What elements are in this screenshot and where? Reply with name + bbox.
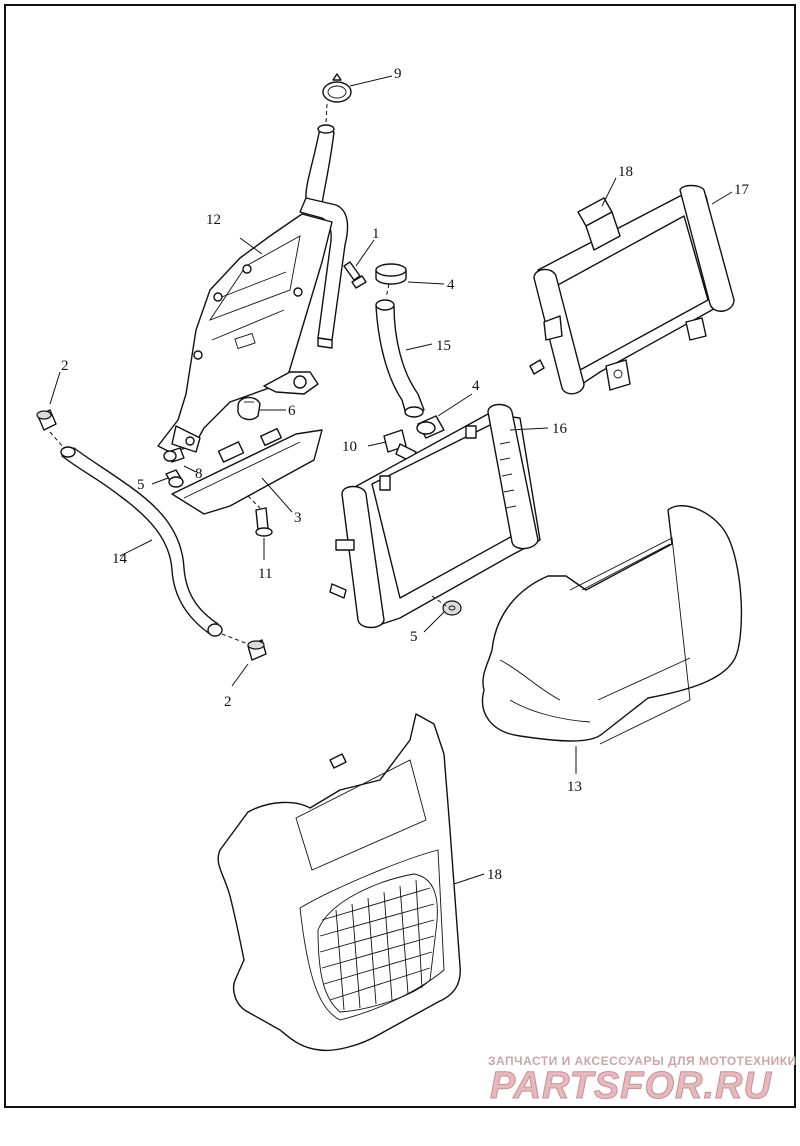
part-16-oil-cooler <box>329 403 541 629</box>
callout-3: 3 <box>294 510 302 526</box>
callout-13: 13 <box>567 779 582 795</box>
fairing-grille <box>317 873 438 1013</box>
callout-2-top: 2 <box>61 358 69 374</box>
callout-18-bottom: 18 <box>487 867 502 883</box>
callout-4-bottom: 4 <box>472 378 480 394</box>
part-4-clamp-bottom <box>416 415 445 439</box>
part-15-hose <box>375 299 425 418</box>
part-11-screw <box>255 507 273 537</box>
callout-16: 16 <box>552 421 568 437</box>
callout-10: 10 <box>342 439 357 455</box>
callout-4-top: 4 <box>447 277 455 293</box>
callout-labels: 9 12 1 4 15 4 6 8 5 3 11 10 16 18 17 5 1… <box>61 66 750 883</box>
watermark: ЗАПЧАСТИ И АКСЕССУАРЫ ДЛЯ МОТОТЕХНИКИ PA… <box>488 1054 797 1108</box>
callout-15: 15 <box>436 338 451 354</box>
part-2-cap-bottom <box>247 639 267 661</box>
part-14-hose <box>60 446 223 637</box>
part-13-cooler-shroud <box>481 505 743 745</box>
part-5-washer <box>442 600 462 616</box>
diagram-border <box>4 4 796 1108</box>
part-4-clamp-top <box>375 263 407 285</box>
callout-9: 9 <box>394 66 402 82</box>
part-8-screw <box>163 447 185 463</box>
part-12-radiator-bracket <box>157 124 349 453</box>
callout-18-top: 18 <box>618 164 633 180</box>
part-18-lower-fairing <box>217 713 461 1052</box>
leader-lines <box>49 75 733 885</box>
callout-5-right: 5 <box>410 629 418 645</box>
callout-2-bottom: 2 <box>224 694 232 710</box>
part-1-bolt <box>343 261 367 289</box>
callout-12: 12 <box>206 212 221 228</box>
callout-17: 17 <box>734 182 750 198</box>
part-6-clamp <box>237 396 261 421</box>
part-2-cap-top <box>36 409 57 431</box>
part-5-bolt-left <box>165 469 184 488</box>
part-17-cooler-assembly <box>529 184 735 395</box>
part-3-lower-cover <box>171 427 323 515</box>
callout-5-left: 5 <box>137 477 145 493</box>
callout-14: 14 <box>112 551 128 567</box>
part-9-hose-clamp <box>322 73 352 103</box>
callout-1: 1 <box>372 226 380 242</box>
watermark-logo: PARTSFOR.RU <box>490 1065 772 1107</box>
watermark-tagline: ЗАПЧАСТИ И АКСЕССУАРЫ ДЛЯ МОТОТЕХНИКИ <box>488 1054 797 1068</box>
callout-8: 8 <box>195 466 203 482</box>
part-18-bracket-top <box>577 197 621 251</box>
callout-11: 11 <box>258 566 272 582</box>
callout-6: 6 <box>288 403 296 419</box>
